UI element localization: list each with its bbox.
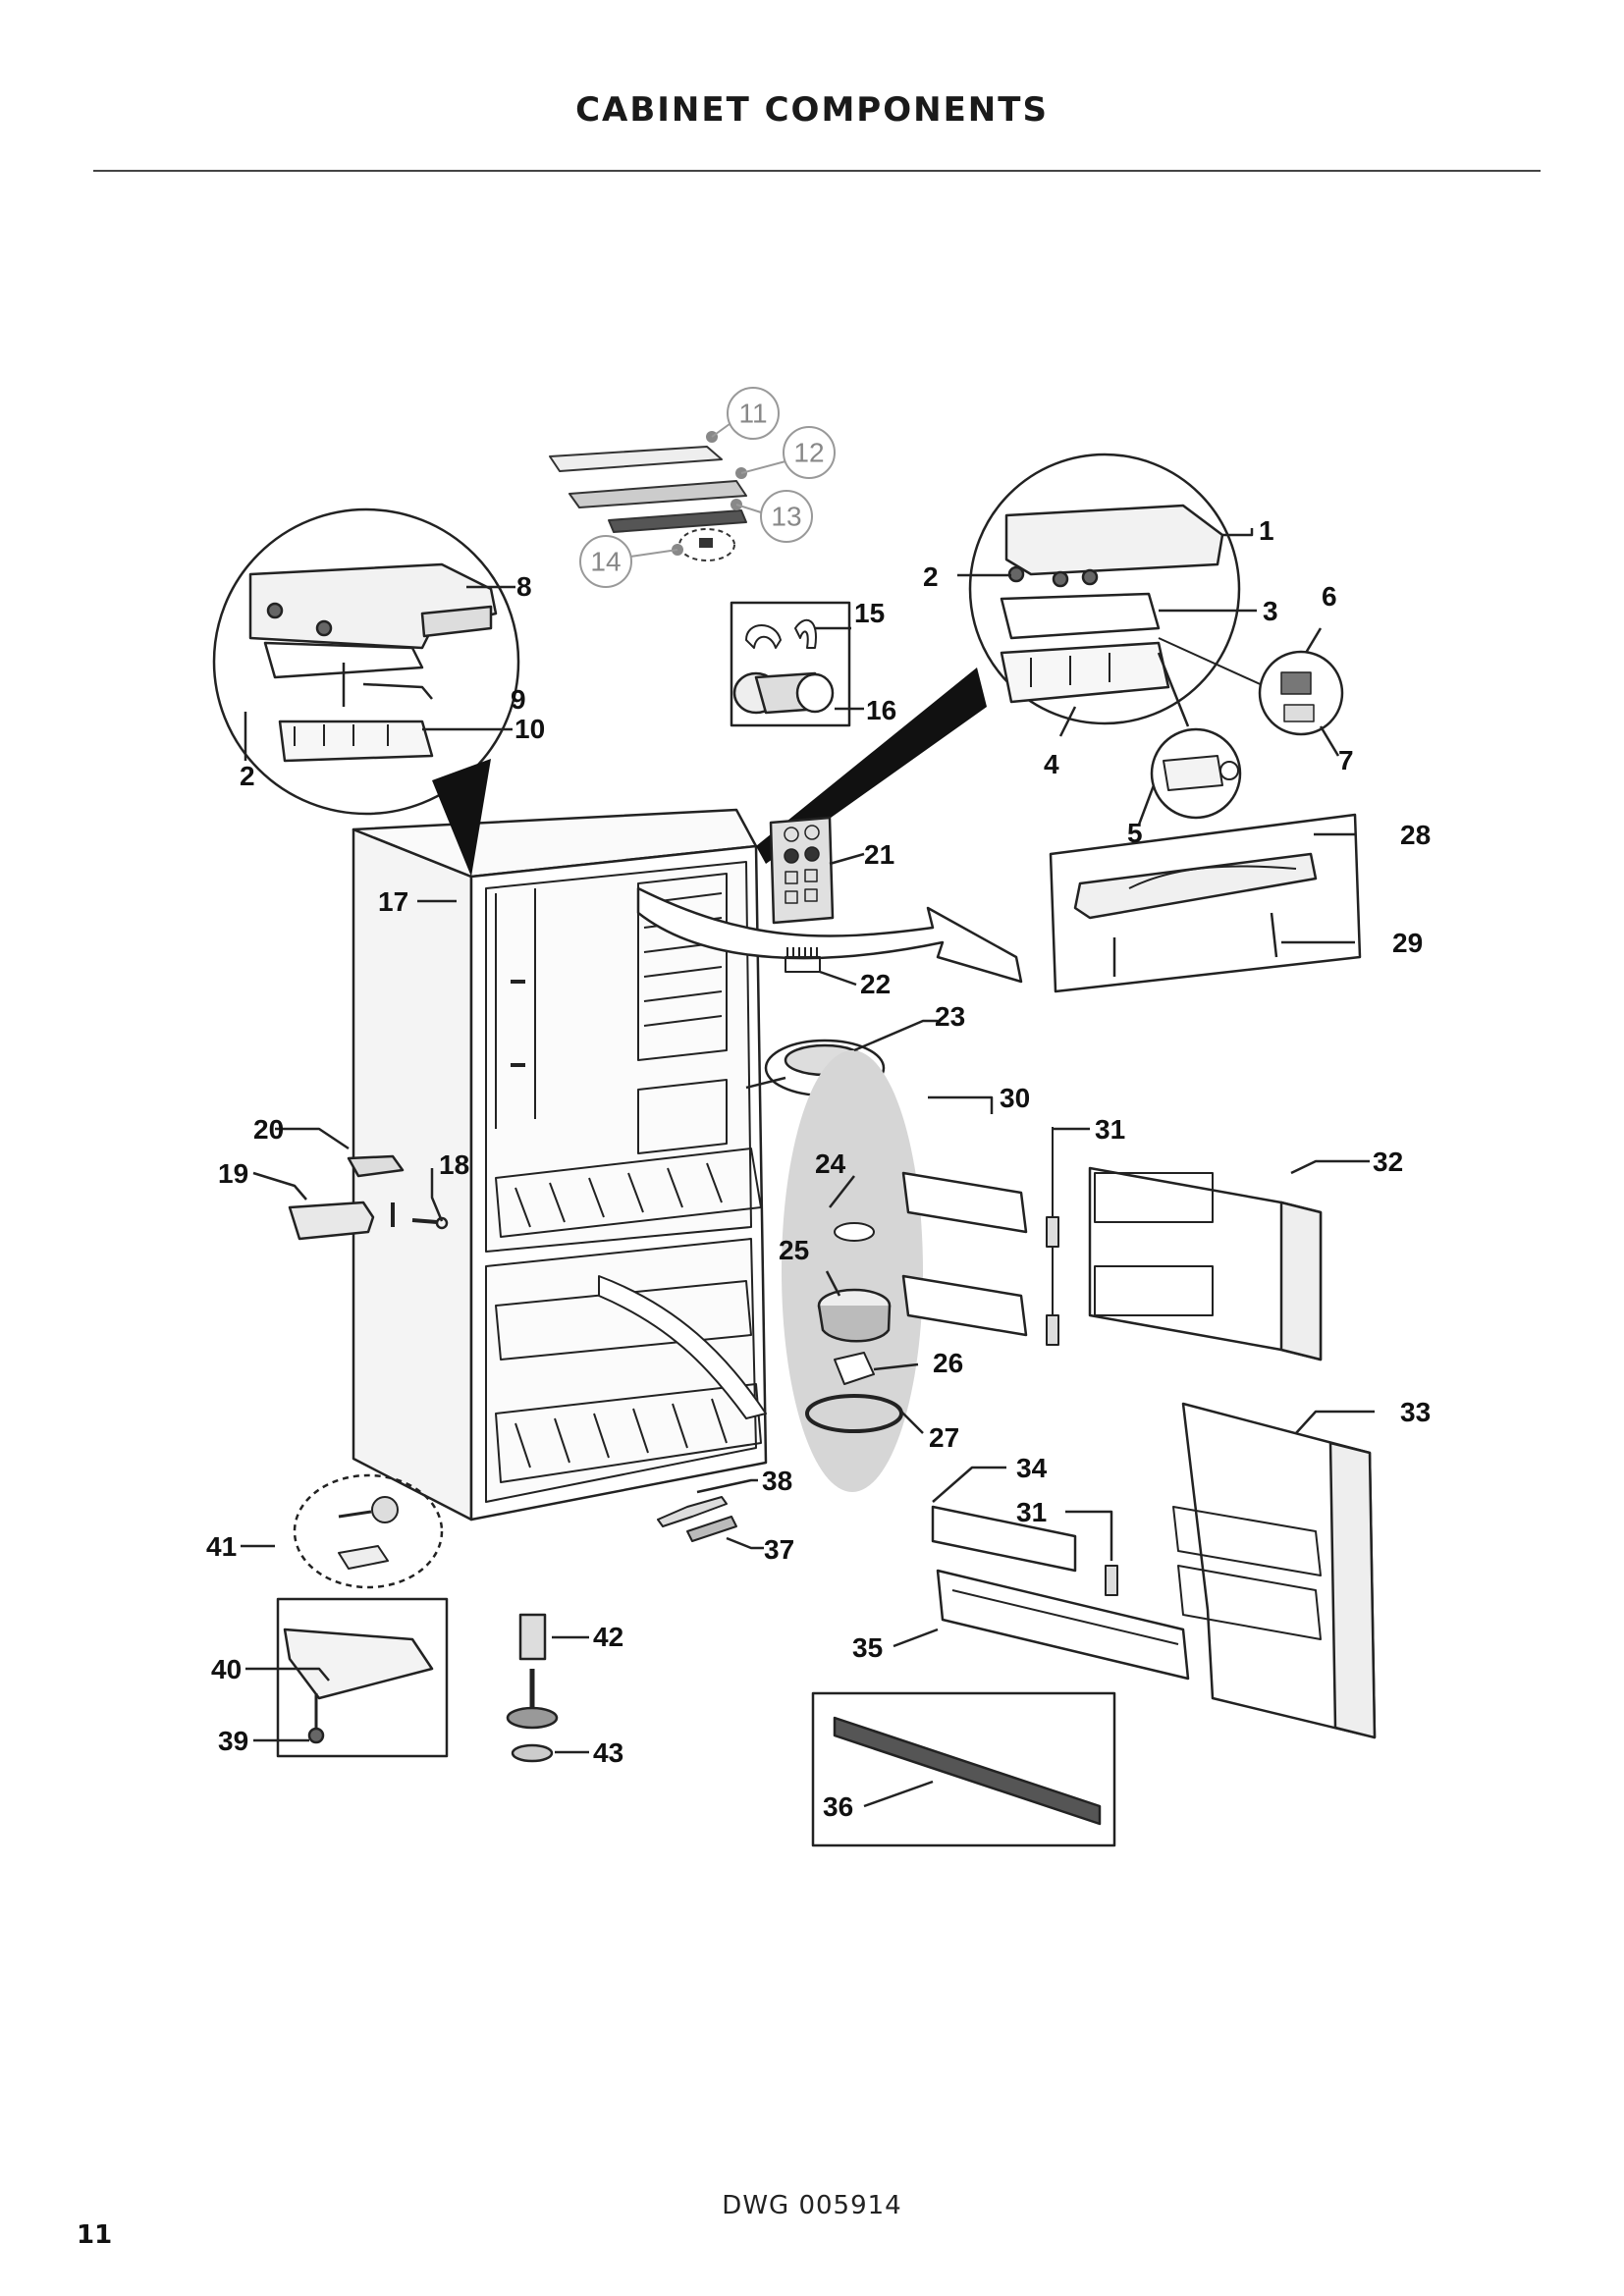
callout-3: 3 — [1263, 596, 1278, 626]
callout-38: 38 — [762, 1466, 792, 1496]
callout-36: 36 — [823, 1791, 853, 1822]
callout-19: 19 — [218, 1158, 248, 1189]
callout-23: 23 — [935, 1001, 965, 1032]
callout-33: 33 — [1400, 1397, 1431, 1427]
door-33 — [1172, 1402, 1377, 1739]
callout-9: 9 — [511, 684, 526, 715]
airflow-arrow — [636, 886, 1023, 984]
callout-31-upper: 31 — [1095, 1114, 1125, 1145]
callout-34: 34 — [1016, 1453, 1048, 1483]
callout-2-right: 2 — [923, 561, 939, 592]
callout-39: 39 — [218, 1726, 248, 1756]
connector-detail-6-7 — [1258, 650, 1344, 736]
callout-5: 5 — [1127, 818, 1143, 848]
page-title: CABINET COMPONENTS — [575, 90, 1049, 130]
parts-37-38 — [657, 1496, 737, 1542]
callout-35: 35 — [852, 1632, 883, 1663]
callout-28: 28 — [1400, 820, 1431, 850]
callout-25: 25 — [779, 1235, 809, 1265]
callout-11: 11 — [738, 399, 767, 429]
slide-rails-30-31 — [901, 1127, 1059, 1346]
callout-17: 17 — [378, 886, 408, 917]
title-divider — [93, 170, 1541, 172]
callout-31-lower: 31 — [1016, 1497, 1047, 1527]
box-36 — [811, 1691, 1116, 1847]
lower-hinge-parts — [288, 1154, 449, 1241]
callout-41: 41 — [206, 1531, 237, 1562]
callout-12: 12 — [793, 438, 824, 468]
box-39-40 — [276, 1597, 449, 1758]
callout-37: 37 — [764, 1534, 794, 1565]
airflow-arrow-lower — [598, 1275, 767, 1419]
callout-21: 21 — [864, 839, 894, 870]
drawer-32 — [1088, 1166, 1323, 1362]
callout-labels: 1 2 3 4 5 6 7 8 9 10 2 11 12 13 14 15 16… — [206, 399, 1431, 1823]
callout-43: 43 — [593, 1737, 623, 1768]
fan-assembly-24-27 — [782, 1050, 923, 1492]
parts-11-14-assembly — [549, 446, 747, 561]
callout-13: 13 — [771, 502, 801, 532]
control-panel — [769, 816, 835, 973]
callout-40: 40 — [211, 1654, 242, 1684]
callout-26: 26 — [933, 1348, 963, 1378]
drawing-number: DWG 005914 — [722, 2191, 902, 2220]
left-hinge-detail — [212, 507, 520, 877]
callout-30: 30 — [1000, 1083, 1030, 1113]
callout-32: 32 — [1373, 1147, 1403, 1177]
box-28-29 — [1049, 813, 1362, 993]
callout-29: 29 — [1392, 928, 1423, 958]
callout-6: 6 — [1322, 581, 1337, 612]
sensor-detail-5 — [1150, 727, 1242, 820]
slide-rails-34-35 — [931, 1505, 1190, 1681]
callout-20: 20 — [253, 1114, 284, 1145]
grey-callout-markers — [579, 387, 836, 588]
right-hinge-detail — [756, 453, 1268, 864]
callout-27: 27 — [929, 1422, 959, 1453]
callout-2-left: 2 — [240, 761, 255, 791]
callout-8: 8 — [516, 571, 532, 602]
callout-16: 16 — [866, 695, 896, 725]
callout-15: 15 — [854, 598, 885, 628]
callout-18: 18 — [439, 1149, 469, 1180]
callout-7: 7 — [1338, 745, 1354, 775]
water-fitting-box — [730, 601, 851, 727]
leader-lines — [241, 528, 1375, 1808]
callout-10: 10 — [514, 714, 545, 744]
leveler-41 — [293, 1473, 444, 1589]
callout-14: 14 — [590, 547, 621, 577]
callout-42: 42 — [593, 1622, 623, 1652]
callout-4: 4 — [1044, 749, 1059, 779]
page-number: 11 — [77, 2220, 113, 2250]
callout-22: 22 — [860, 969, 891, 999]
foot-parts-42-43 — [506, 1613, 559, 1763]
callout-1: 1 — [1259, 515, 1274, 546]
callout-24: 24 — [815, 1148, 846, 1179]
